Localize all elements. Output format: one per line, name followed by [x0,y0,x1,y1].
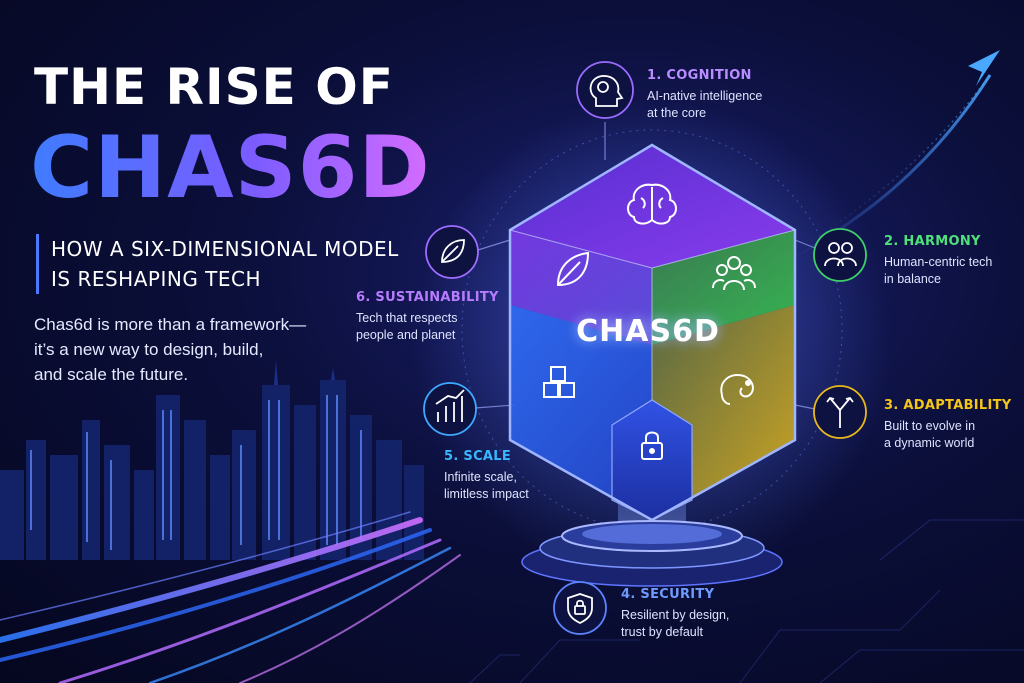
dimension-desc-line2: trust by default [621,625,703,639]
subtitle-line2: IS RESHAPING TECH [51,267,262,291]
security-circle [553,581,607,635]
dimension-desc-line2: at the core [647,106,707,120]
leaf-icon [556,251,590,287]
intro-line3: and scale the future. [34,365,189,384]
scale-circle [423,382,477,436]
harmony-circle [813,228,867,282]
leaf-icon [441,239,465,263]
cognition-circle [576,61,634,119]
intro-line2: it’s a new way to design, build, [34,340,264,359]
dimension-scale: 5. SCALE Infinite scale, limitless impac… [444,449,529,503]
dimension-desc-line1: Tech that respects [356,311,458,325]
dimension-desc-line1: Infinite scale, [444,470,517,484]
dimension-desc: Tech that respects people and planet [356,310,476,344]
people-icon [824,242,857,267]
chameleon-icon [720,374,754,405]
dimension-cognition: 1. COGNITION AI-native intelligence at t… [647,68,762,122]
dimension-desc-line2: limitless impact [444,487,529,501]
dimension-desc: Human-centric tech in balance [884,254,992,288]
shield-lock-icon [567,593,593,625]
dimension-title: 1. COGNITION [647,68,752,83]
cube-label: CHAS6D [576,314,720,349]
cube-graphic [508,143,797,522]
title-line1: THE RISE OF [34,58,394,116]
dimension-adaptability: 3. ADAPTABILITY Built to evolve in a dyn… [884,398,1012,452]
brain-icon [627,183,677,225]
dimension-title: 3. ADAPTABILITY [884,398,1012,413]
brain-head-icon [589,75,624,107]
split-arrows-icon [826,396,854,428]
subtitle-line1: HOW A SIX-DIMENSIONAL MODEL [51,237,399,261]
dimension-desc: Resilient by design, trust by default [621,607,729,641]
padlock-icon [641,431,663,460]
dimension-title: 2. HARMONY [884,234,981,249]
growth-chart-icon [435,389,465,422]
subtitle: HOW A SIX-DIMENSIONAL MODEL IS RESHAPING… [36,234,399,294]
dimension-desc-line2: people and planet [356,328,456,342]
dimension-title: 5. SCALE [444,449,512,464]
blocks-icon [543,366,575,398]
dimension-title: 6. SUSTAINABILITY [356,290,499,305]
dimension-desc: Infinite scale, limitless impact [444,469,529,503]
dimension-desc-line1: Human-centric tech [884,255,993,269]
intro-text: Chas6d is more than a framework— it’s a … [34,312,307,387]
intro-line1: Chas6d is more than a framework— [34,315,307,334]
dimension-sustainability: 6. SUSTAINABILITY Tech that respects peo… [356,290,499,344]
rising-arrow-icon [968,50,1000,86]
dimension-desc-line1: Built to evolve in [884,419,976,433]
dimension-desc-line1: AI-native intelligence [647,89,763,103]
dimension-harmony: 2. HARMONY Human-centric tech in balance [884,234,992,288]
people-icon [712,256,756,291]
title-line2: CHAS6D [30,118,431,218]
dimension-security: 4. SECURITY Resilient by design, trust b… [621,587,729,641]
dimension-desc: AI-native intelligence at the core [647,88,762,122]
dimension-desc: Built to evolve in a dynamic world [884,418,1012,452]
dimension-desc-line1: Resilient by design, [621,608,730,622]
dimension-title: 4. SECURITY [621,587,715,602]
dimension-desc-line2: in balance [884,272,941,286]
dimension-desc-line2: a dynamic world [884,436,975,450]
